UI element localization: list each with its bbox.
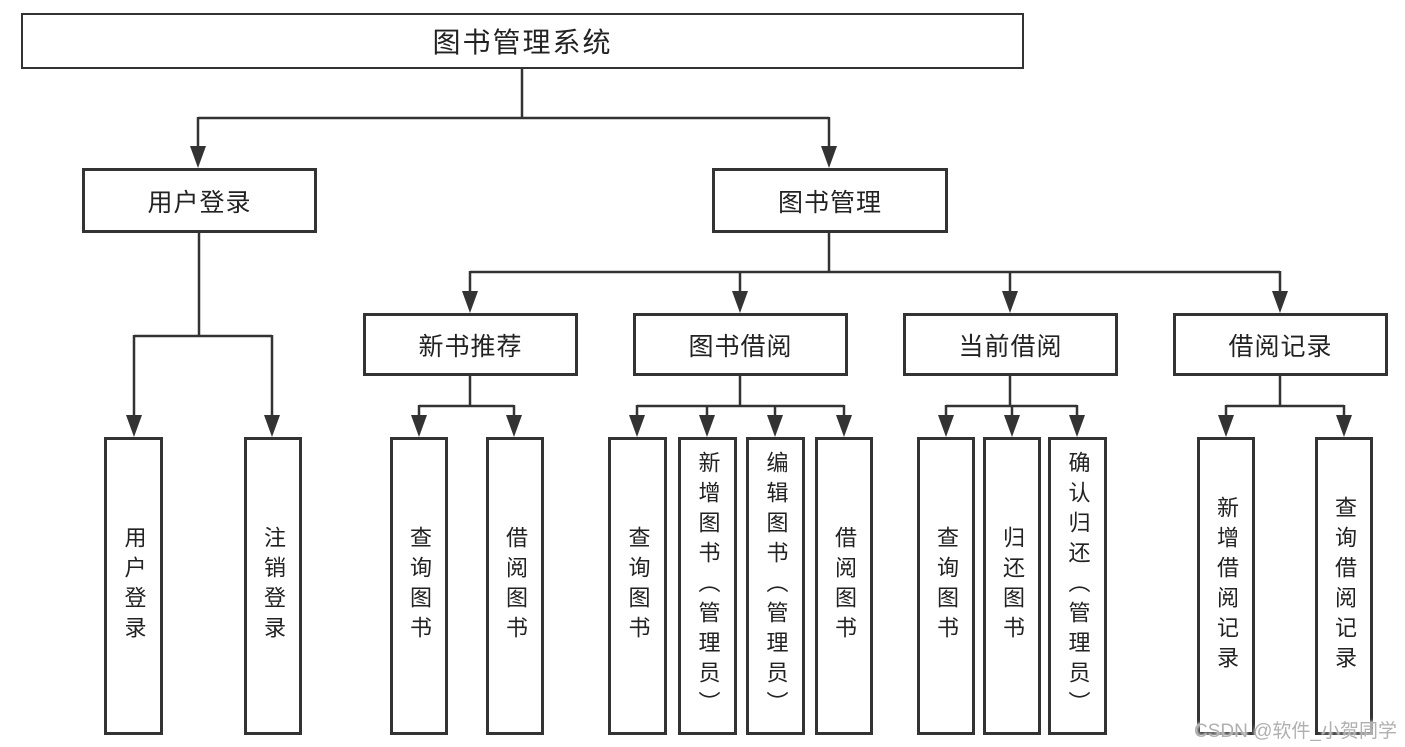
node-book-management-label: 图书管理 (777, 188, 882, 217)
node-new-book-recommend: 新书推荐 (363, 313, 578, 376)
node-book-borrowing-label: 图书借阅 (688, 332, 793, 361)
node-leaf-confirm-return-admin: 确认归还（管理员） (1048, 437, 1107, 735)
node-borrowing-records: 借阅记录 (1173, 313, 1388, 376)
node-book-borrowing: 图书借阅 (633, 313, 848, 376)
node-leaf-query-books-borrowing: 查询图书 (608, 437, 667, 735)
node-leaf-confirm-return-admin-label: 确认归还（管理员） (1065, 451, 1091, 721)
node-leaf-user-login: 用户登录 (104, 437, 163, 735)
node-user-login: 用户登录 (82, 168, 317, 233)
node-leaf-return-books-label: 归还图书 (1000, 526, 1025, 646)
node-leaf-query-books-recommend-label: 查询图书 (407, 526, 432, 646)
node-user-login-label: 用户登录 (147, 188, 252, 217)
node-leaf-add-books-admin-label: 新增图书（管理员） (695, 451, 721, 721)
node-leaf-return-books: 归还图书 (983, 437, 1041, 735)
node-leaf-borrow-books-borrowing: 借阅图书 (815, 437, 873, 735)
node-leaf-query-borrow-record-label: 查询借阅记录 (1332, 496, 1357, 676)
node-leaf-add-borrow-record-label: 新增借阅记录 (1214, 496, 1239, 676)
node-book-management: 图书管理 (712, 168, 948, 233)
node-library-system: 图书管理系统 (21, 13, 1024, 69)
node-current-borrowing: 当前借阅 (903, 313, 1118, 376)
csdn-watermark: CSDN @软件_小贺同学 (1194, 721, 1397, 742)
node-leaf-logout: 注销登录 (244, 437, 302, 735)
node-leaf-query-borrow-record: 查询借阅记录 (1315, 437, 1373, 735)
node-leaf-query-books-borrowing-label: 查询图书 (625, 526, 651, 646)
node-leaf-query-books-recommend: 查询图书 (390, 437, 448, 735)
node-borrowing-records-label: 借阅记录 (1228, 332, 1333, 361)
node-leaf-user-login-label: 用户登录 (121, 526, 147, 646)
node-leaf-query-books-current-label: 查询图书 (934, 526, 959, 646)
node-new-book-recommend-label: 新书推荐 (418, 332, 523, 361)
node-current-borrowing-label: 当前借阅 (958, 332, 1063, 361)
node-leaf-add-borrow-record: 新增借阅记录 (1197, 437, 1255, 735)
node-leaf-borrow-books-borrowing-label: 借阅图书 (832, 526, 857, 646)
node-leaf-logout-label: 注销登录 (261, 526, 286, 646)
node-leaf-borrow-books-recommend-label: 借阅图书 (503, 526, 528, 646)
node-leaf-edit-books-admin: 编辑图书（管理员） (746, 437, 805, 735)
node-leaf-add-books-admin: 新增图书（管理员） (678, 437, 737, 735)
node-leaf-borrow-books-recommend: 借阅图书 (486, 437, 544, 735)
node-leaf-edit-books-admin-label: 编辑图书（管理员） (763, 451, 789, 721)
node-library-system-label: 图书管理系统 (432, 27, 613, 58)
node-leaf-query-books-current: 查询图书 (917, 437, 975, 735)
